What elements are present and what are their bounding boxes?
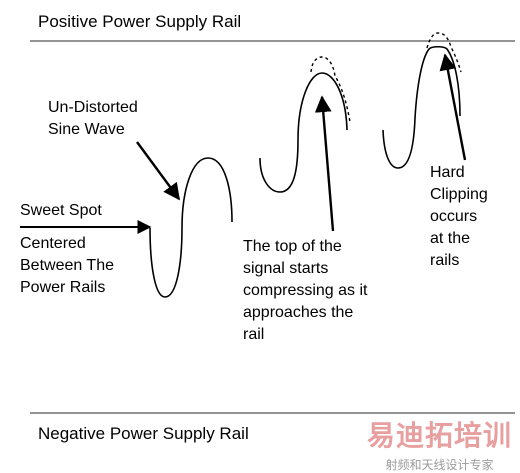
compressing-line-3: compressing as it	[243, 282, 368, 299]
clipping-line-4: at the	[430, 230, 471, 247]
compressing-line-5: rail	[243, 326, 265, 343]
watermark: 易迪拓培训 射频和天线设计专家	[367, 414, 512, 473]
clipped-sine-wave	[382, 45, 461, 169]
arrow-to-undistorted	[136, 141, 180, 201]
centered-line-3: Power Rails	[20, 279, 106, 296]
watermark-brand: 易迪拓培训	[366, 419, 512, 452]
compressed-sine-wave	[259, 72, 348, 193]
clipping-label: Hard Clipping occurs at the rails	[430, 162, 488, 272]
compressing-line-2: signal starts	[243, 260, 329, 277]
compressed-peak-dashed	[310, 56, 351, 123]
centered-line-2: Between The	[20, 257, 114, 274]
undistorted-label: Un-Distorted Sine Wave	[48, 97, 138, 141]
clipping-line-5: rails	[430, 252, 460, 269]
clipped-peak-dashed	[426, 32, 462, 73]
compressing-line-1: The top of the	[243, 238, 342, 255]
sweet-spot-label: Sweet Spot	[20, 202, 102, 219]
arrow-to-compressing	[314, 95, 335, 232]
centered-line-1: Centered	[20, 235, 86, 252]
compressing-label: The top of the signal starts compressing…	[243, 236, 368, 346]
undistorted-line-1: Un-Distorted	[48, 99, 138, 116]
clipping-line-3: occurs	[430, 208, 478, 225]
undistorted-sine-wave	[149, 157, 233, 298]
watermark-subtitle: 射频和天线设计专家	[385, 458, 494, 472]
clipping-line-2: Clipping	[430, 186, 488, 203]
negative-rail-label: Negative Power Supply Rail	[38, 424, 249, 443]
arrow-to-clipping	[439, 53, 467, 161]
compressing-line-4: approaches the	[243, 304, 354, 321]
undistorted-line-2: Sine Wave	[48, 121, 125, 138]
positive-rail-label: Positive Power Supply Rail	[38, 12, 242, 31]
clipping-line-1: Hard	[430, 164, 465, 181]
centered-label: Centered Between The Power Rails	[20, 233, 114, 299]
